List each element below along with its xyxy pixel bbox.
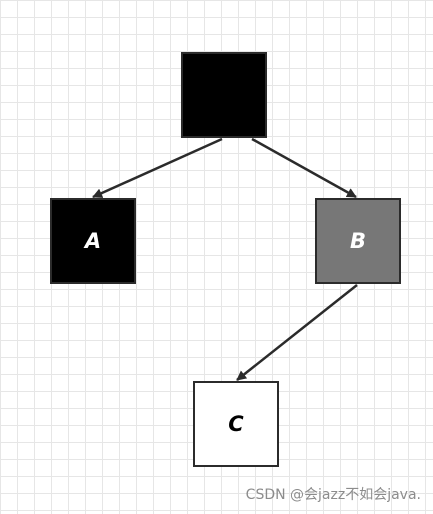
tree-node-root[interactable] <box>181 52 267 138</box>
edge-root-to-a <box>92 137 223 199</box>
node-b-label: B <box>349 229 366 253</box>
tree-node-a[interactable]: A <box>50 198 136 284</box>
tree-node-b[interactable]: B <box>315 198 401 284</box>
edge-root-to-b <box>251 137 357 199</box>
tree-node-c[interactable]: C <box>193 381 279 467</box>
node-a-label: A <box>84 229 102 253</box>
edge-b-to-c <box>236 284 358 381</box>
watermark: CSDN @会jazz不如会java. <box>245 487 421 503</box>
node-c-label: C <box>228 412 244 436</box>
